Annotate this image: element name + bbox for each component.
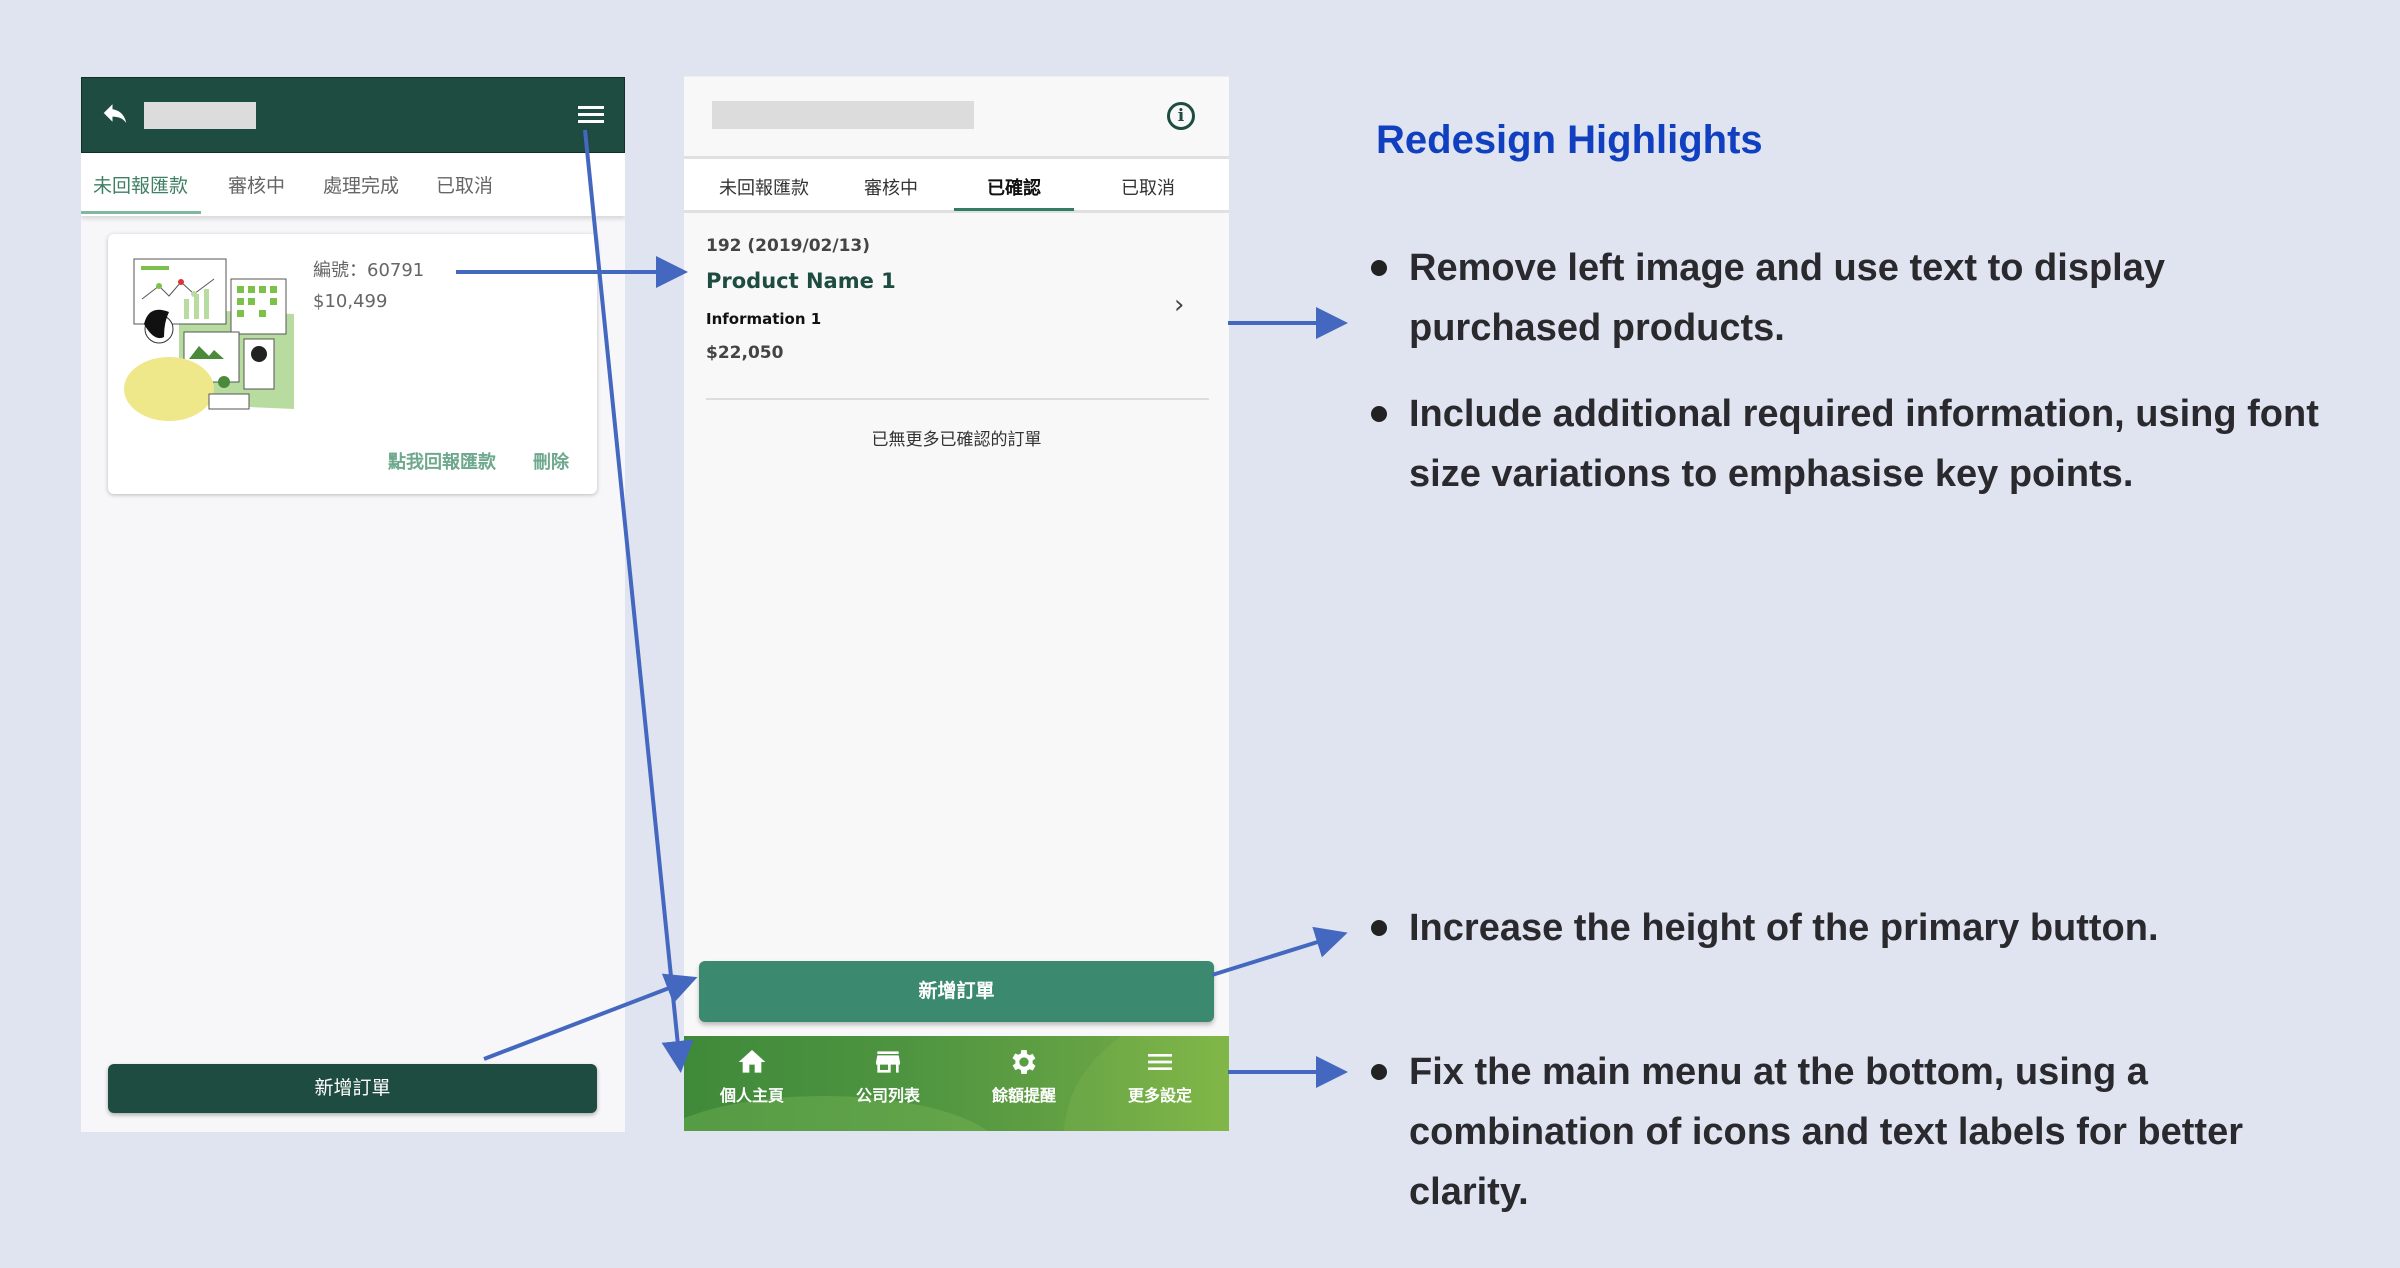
old-tab-bar: 未回報匯款 審核中 處理完成 已取消 xyxy=(81,153,625,216)
divider xyxy=(706,398,1209,400)
home-icon xyxy=(738,1050,766,1073)
order-id-date: 192 (2019/02/13) xyxy=(706,236,870,256)
tab-reviewing[interactable]: 審核中 xyxy=(228,175,286,197)
tab-cancelled[interactable]: 已取消 xyxy=(1121,178,1175,199)
tab-unreported[interactable]: 未回報匯款 xyxy=(719,178,809,199)
hamburger-menu-icon[interactable] xyxy=(578,106,604,126)
tab-unreported[interactable]: 未回報匯款 xyxy=(93,175,189,197)
tab-completed[interactable]: 處理完成 xyxy=(323,175,400,197)
nav-item-more-settings[interactable]: 更多設定 xyxy=(1092,1046,1228,1106)
info-circle-icon[interactable]: i xyxy=(1167,102,1195,130)
gear-icon xyxy=(1012,1050,1036,1074)
old-app-header xyxy=(81,77,625,153)
order-price: $22,050 xyxy=(706,343,784,363)
dashboard-illustration-icon xyxy=(124,258,294,421)
product-name: Product Name 1 xyxy=(706,269,896,293)
empty-list-message: 已無更多已確認的訂單 xyxy=(871,430,1042,450)
store-icon xyxy=(876,1051,900,1073)
report-payment-link[interactable]: 點我回報匯款 xyxy=(388,452,496,473)
add-order-button-old[interactable]: 新增訂單 xyxy=(108,1064,597,1113)
bullet-icon xyxy=(1371,260,1387,276)
order-information: Information 1 xyxy=(706,310,822,328)
nav-item-home[interactable]: 個人主頁 xyxy=(684,1046,820,1106)
delete-link[interactable]: 刪除 xyxy=(533,452,569,473)
bullet-icon xyxy=(1371,406,1387,422)
bullet-icon xyxy=(1371,1064,1387,1080)
note-item: Fix the main menu at the bottom, using a… xyxy=(1371,1042,2351,1222)
note-item: Remove left image and use text to displa… xyxy=(1371,238,2351,358)
old-screen-mockup: 未回報匯款 審核中 處理完成 已取消 編號：60791 $10,499 xyxy=(81,77,625,1132)
active-tab-indicator xyxy=(954,208,1074,211)
tab-reviewing[interactable]: 審核中 xyxy=(864,178,918,199)
new-screen-mockup: i 未回報匯款 審核中 已確認 已取消 192 (2019/02/13) Pro… xyxy=(684,76,1229,1131)
nav-item-companies[interactable]: 公司列表 xyxy=(820,1046,956,1106)
nav-label: 餘額提醒 xyxy=(991,1086,1056,1105)
nav-item-balance-alert[interactable]: 餘額提醒 xyxy=(956,1046,1092,1106)
order-price: $10,499 xyxy=(313,291,388,312)
note-item: Increase the height of the primary butto… xyxy=(1371,898,2351,958)
bottom-navigation: 個人主頁 公司列表 餘額提醒 更多設定 xyxy=(684,1036,1229,1131)
order-card[interactable]: 編號：60791 $10,499 點我回報匯款 刪除 xyxy=(108,234,597,494)
bullet-icon xyxy=(1371,920,1387,936)
active-tab-indicator xyxy=(81,211,201,214)
order-number: 編號：60791 xyxy=(313,260,425,281)
tab-confirmed[interactable]: 已確認 xyxy=(987,178,1041,199)
nav-label: 更多設定 xyxy=(1127,1086,1192,1105)
title-placeholder xyxy=(712,101,974,129)
add-order-button-new[interactable]: 新增訂單 xyxy=(699,961,1214,1022)
chevron-right-icon[interactable]: › xyxy=(1174,290,1185,320)
nav-label: 個人主頁 xyxy=(719,1086,784,1105)
new-tab-bar: 未回報匯款 審核中 已確認 已取消 xyxy=(684,156,1229,213)
notes-title: Redesign Highlights xyxy=(1376,118,1763,162)
new-app-header: i xyxy=(684,76,1229,156)
title-placeholder xyxy=(144,102,256,129)
nav-label: 公司列表 xyxy=(855,1086,920,1105)
note-item: Include additional required information,… xyxy=(1371,384,2351,504)
tab-cancelled[interactable]: 已取消 xyxy=(436,175,494,197)
reply-arrow-icon[interactable] xyxy=(100,98,130,128)
menu-icon xyxy=(1148,1054,1172,1070)
